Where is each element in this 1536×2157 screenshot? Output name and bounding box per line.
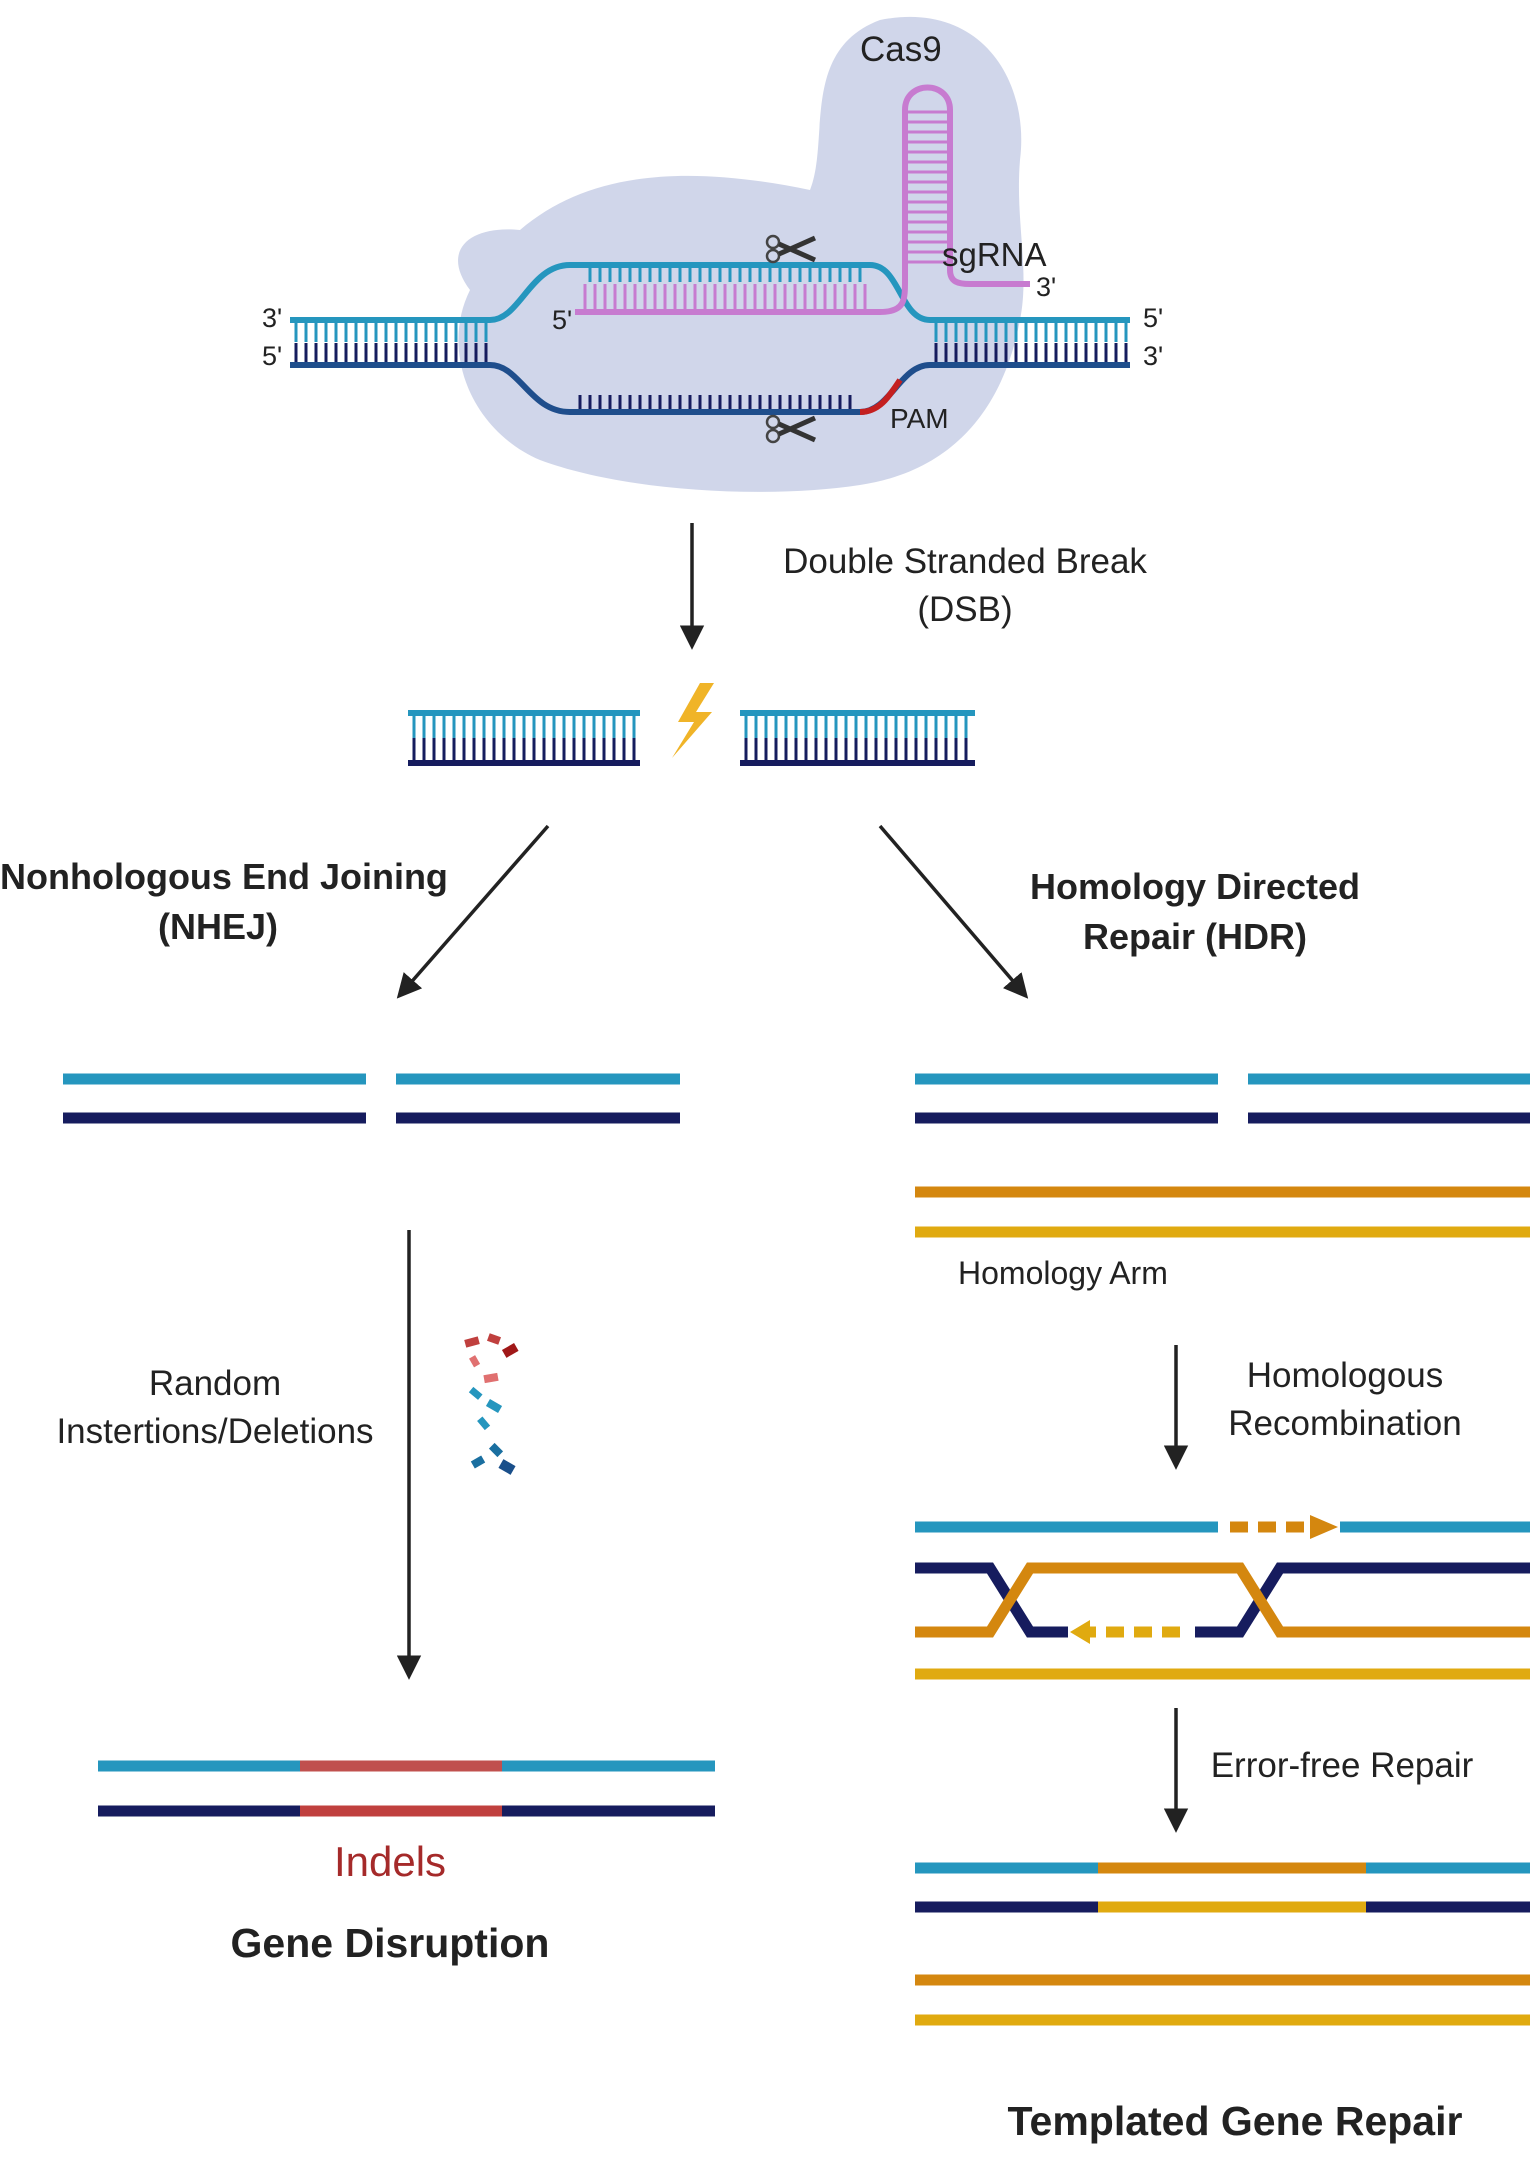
sgrna-5prime-label: 5' [552, 305, 573, 335]
nhej-result-strands [98, 1760, 715, 1817]
nhej-broken-strands [63, 1073, 680, 1124]
homology-arm-label: Homology Arm [958, 1255, 1168, 1291]
nhej-title: Nonhologous End Joining (NHEJ) [0, 852, 448, 952]
pam-segment [859, 378, 903, 415]
dsb-label-line1: Double Stranded Break [783, 542, 1147, 581]
hdr-title: Homology Directed Repair (HDR) [1000, 862, 1390, 962]
indel-fragments-icon [464, 1333, 519, 1475]
arrowhead-left-icon [1070, 1620, 1090, 1644]
end-5prime-left: 5' [262, 341, 283, 371]
error-free-label: Error-free Repair [1210, 1746, 1474, 1785]
dsb-label: Double Stranded Break (DSB) [735, 538, 1195, 634]
end-3prime-left: 3' [262, 303, 283, 333]
sgrna-rungs [908, 110, 947, 264]
scissors-icon [765, 234, 817, 264]
gene-disruption-label: Gene Disruption [230, 1920, 550, 1966]
sgrna-strand [575, 84, 1030, 315]
hdr-broken-strands [915, 1073, 1530, 1124]
dna-top-strand [290, 262, 1130, 323]
nhej-title-line1: Nonhologous End Joining [0, 856, 448, 897]
cas9-protein-blob [458, 16, 1024, 492]
dsb-label-line2: (DSB) [917, 590, 1013, 629]
broken-dna [408, 710, 975, 766]
templated-gene-repair-label: Templated Gene Repair [1007, 2098, 1463, 2144]
homology-template-strands [915, 1186, 1530, 1238]
hdr-step-line2: Recombination [1228, 1404, 1462, 1443]
hdr-branch-arrow [878, 824, 1029, 999]
hdr-step-label: Homologous Recombination [1200, 1352, 1490, 1448]
nhej-branch-arrow [396, 824, 550, 999]
hdr-title-line2: Repair (HDR) [1082, 916, 1307, 957]
hdr-result-strands [915, 1862, 1530, 2026]
dna-bottom-strand [290, 362, 1130, 415]
sgrna-label: sgRNA [942, 236, 1047, 273]
pam-label: PAM [890, 403, 949, 434]
recombination-strands [915, 1521, 1530, 1680]
nhej-step-line1: Random [148, 1364, 282, 1403]
arrowhead-right-icon [1310, 1515, 1338, 1539]
lightning-bolt-icon [672, 683, 714, 758]
end-5prime-right: 5' [1143, 303, 1164, 333]
dna-rung-group [294, 268, 1128, 409]
scissors-icon [765, 414, 817, 444]
nhej-title-line2: (NHEJ) [157, 906, 278, 947]
sgrna-3prime-label: 3' [1036, 272, 1057, 302]
indels-label: Indels [333, 1838, 447, 1885]
end-3prime-right: 3' [1143, 341, 1164, 371]
hdr-title-line1: Homology Directed [1029, 866, 1361, 907]
hdr-step-line1: Homologous [1246, 1356, 1444, 1395]
cas9-label: Cas9 [860, 30, 942, 69]
nhej-step-line2: Instertions/Deletions [56, 1412, 374, 1451]
nhej-step-label: Random Instertions/Deletions [20, 1360, 410, 1456]
